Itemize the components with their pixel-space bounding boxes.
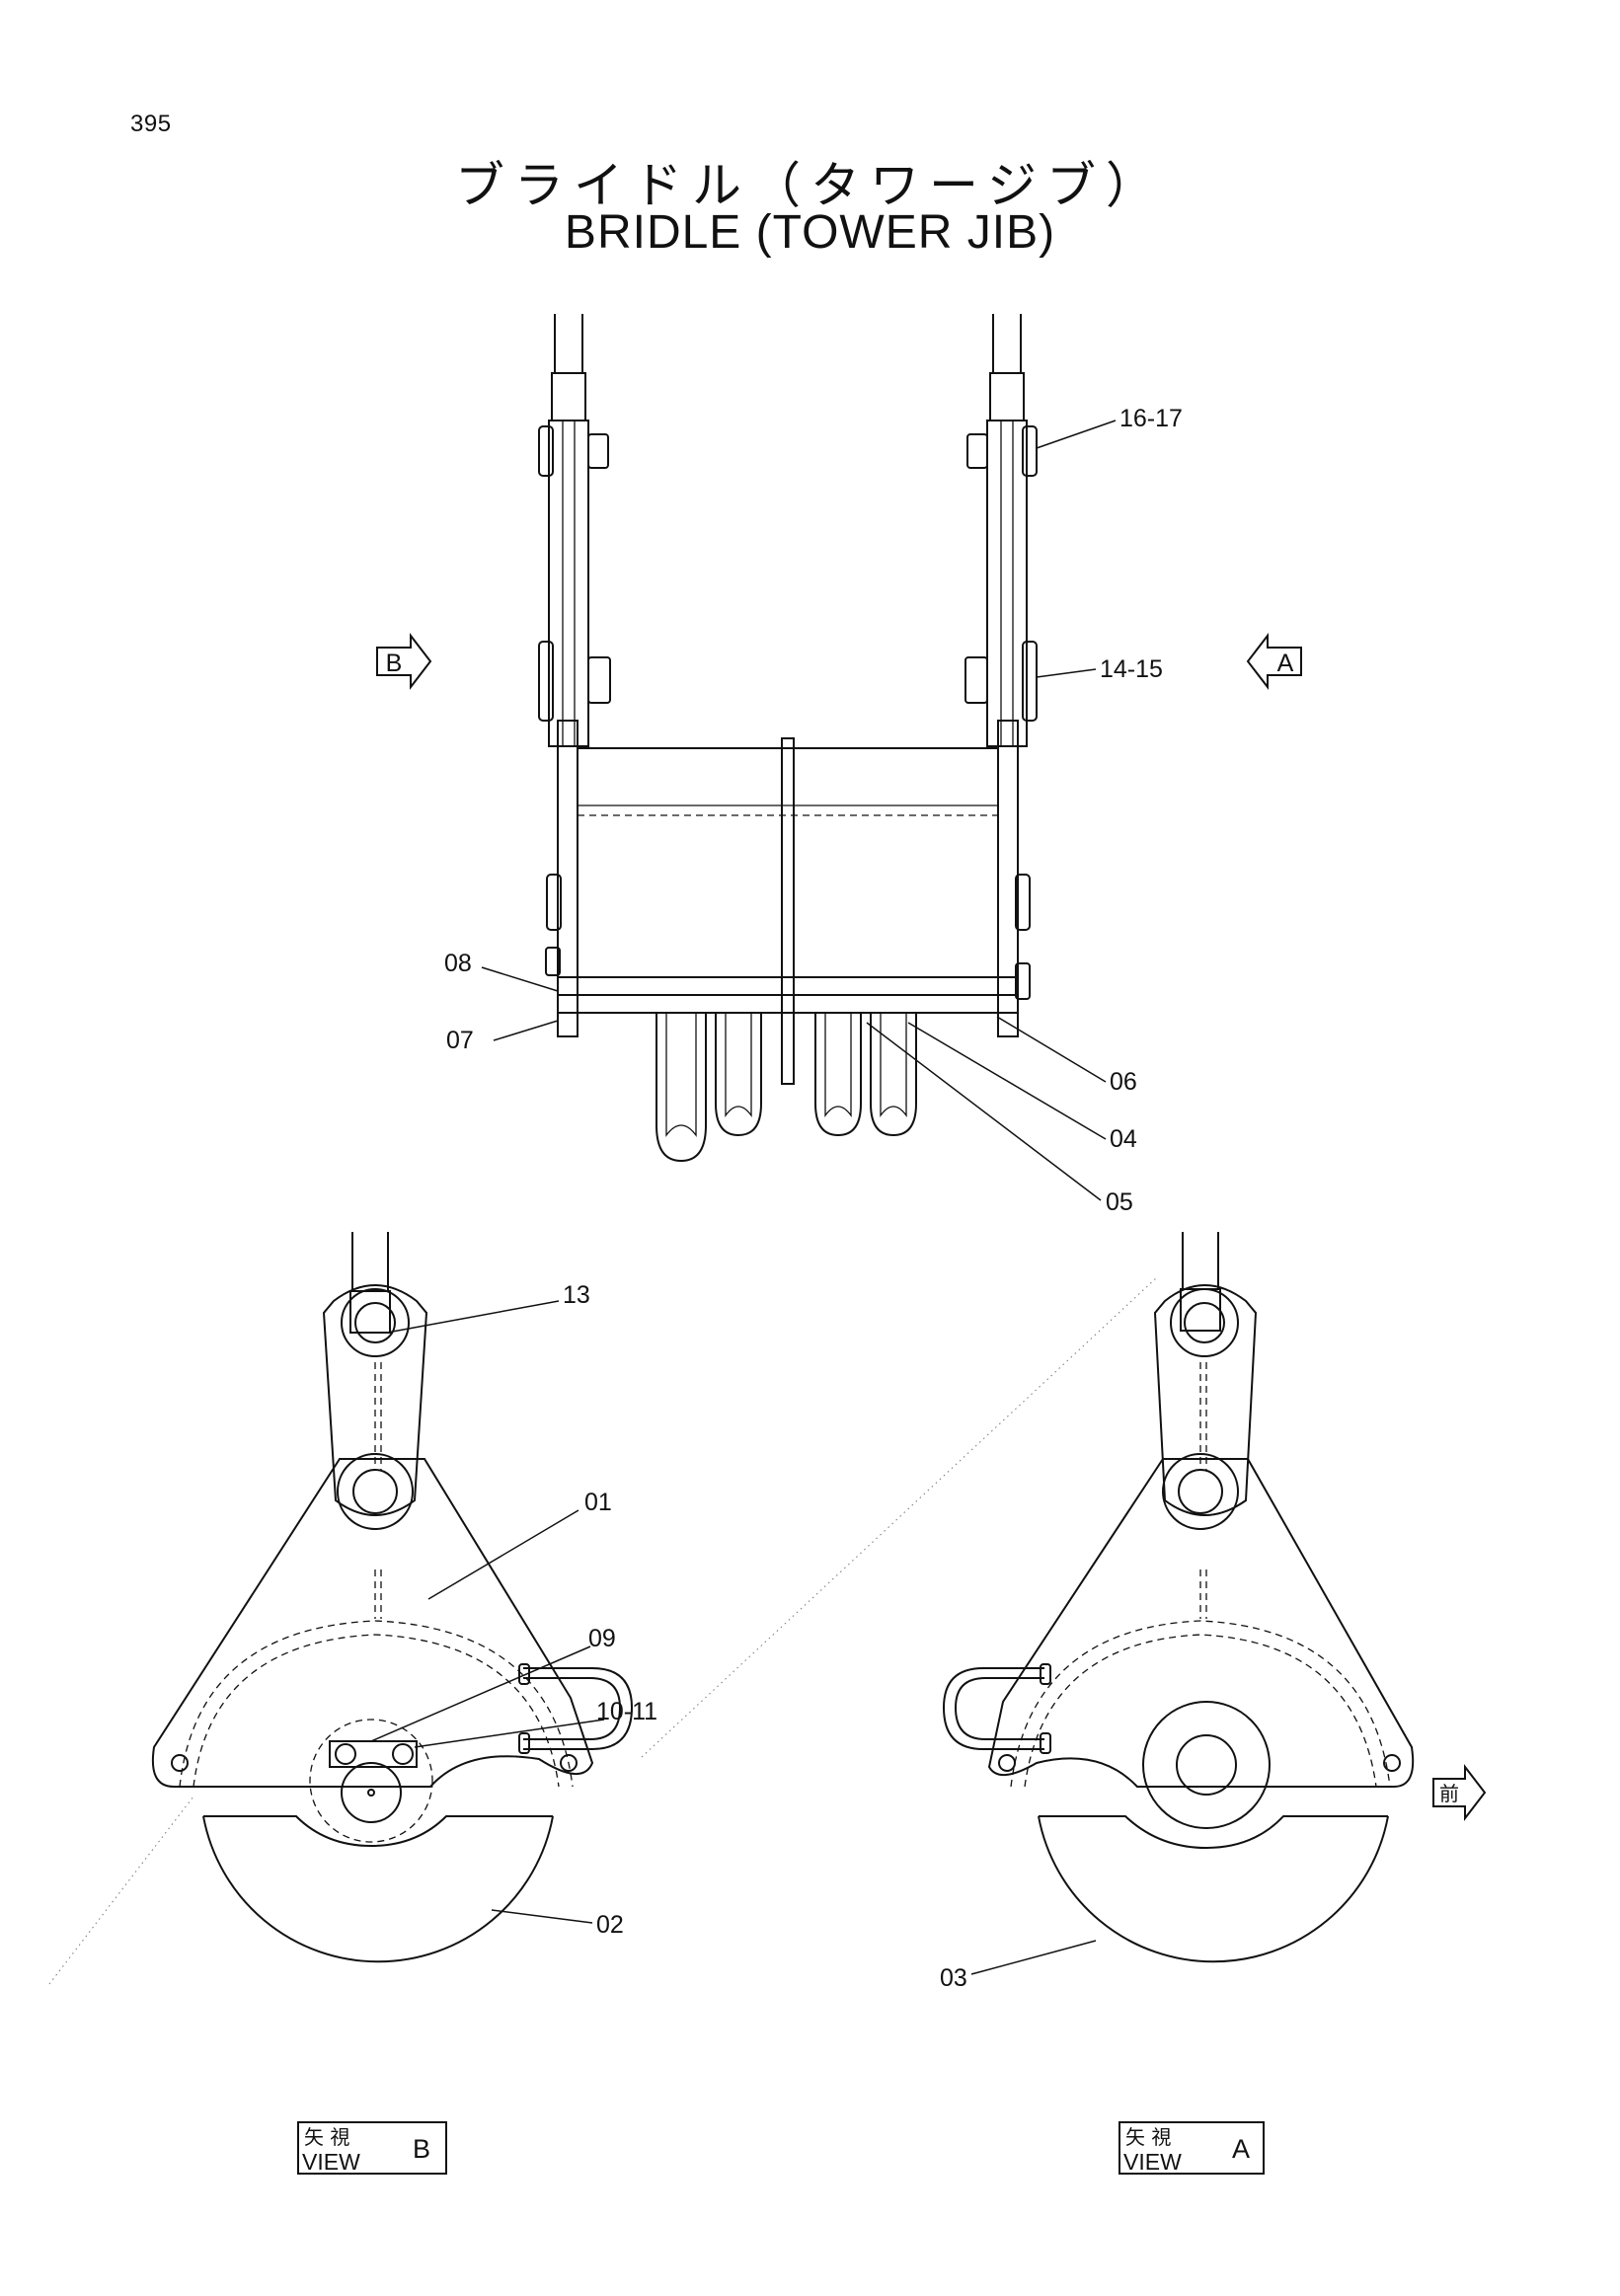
view-a-arrow: A [1246, 633, 1302, 690]
view-a-label: 矢 視 VIEW A [1119, 2121, 1265, 2175]
svg-text:前: 前 [1439, 1782, 1459, 1805]
callout-01: 01 [584, 1489, 612, 1516]
callout-13: 13 [563, 1281, 590, 1309]
svg-text:B: B [413, 2134, 430, 2164]
sheave-1 [656, 1013, 707, 1163]
svg-text:A: A [1232, 2134, 1250, 2164]
title-japanese: ブライドル（タワージブ） [455, 157, 1165, 214]
callout-10-11: 10-11 [596, 1698, 657, 1725]
callout-09: 09 [588, 1625, 616, 1652]
view-b-label: 矢 視 VIEW B [297, 2121, 447, 2175]
callout-07: 07 [446, 1027, 474, 1054]
sheave-3 [814, 1013, 862, 1137]
sheave-2 [715, 1013, 762, 1137]
callout-14-15: 14-15 [1100, 655, 1163, 683]
svg-text:矢 視: 矢 視 [1125, 2125, 1171, 2149]
callout-02: 02 [596, 1911, 624, 1939]
callouts: 16-17 14-15 08 07 06 04 05 13 01 09 10-1… [444, 405, 1183, 1992]
front-arrow: 前 [1432, 1764, 1487, 1821]
svg-text:A: A [1277, 650, 1294, 677]
callout-04: 04 [1110, 1125, 1137, 1153]
callout-16-17: 16-17 [1119, 405, 1183, 432]
top-view [538, 314, 1038, 1163]
view-b-drawing [152, 1232, 634, 1963]
svg-text:VIEW: VIEW [1123, 2149, 1182, 2175]
svg-text:VIEW: VIEW [302, 2149, 360, 2175]
callout-08: 08 [444, 950, 472, 977]
callout-03: 03 [940, 1964, 967, 1992]
view-b-arrow: B [376, 633, 432, 690]
view-a-drawing [942, 1232, 1415, 1963]
page-number: 395 [130, 111, 172, 137]
svg-text:B: B [386, 650, 403, 677]
title-english: BRIDLE (TOWER JIB) [564, 206, 1056, 259]
callout-06: 06 [1110, 1068, 1137, 1096]
callout-05: 05 [1106, 1188, 1133, 1216]
sheave-4 [870, 1013, 917, 1137]
svg-text:矢 視: 矢 視 [304, 2125, 349, 2149]
